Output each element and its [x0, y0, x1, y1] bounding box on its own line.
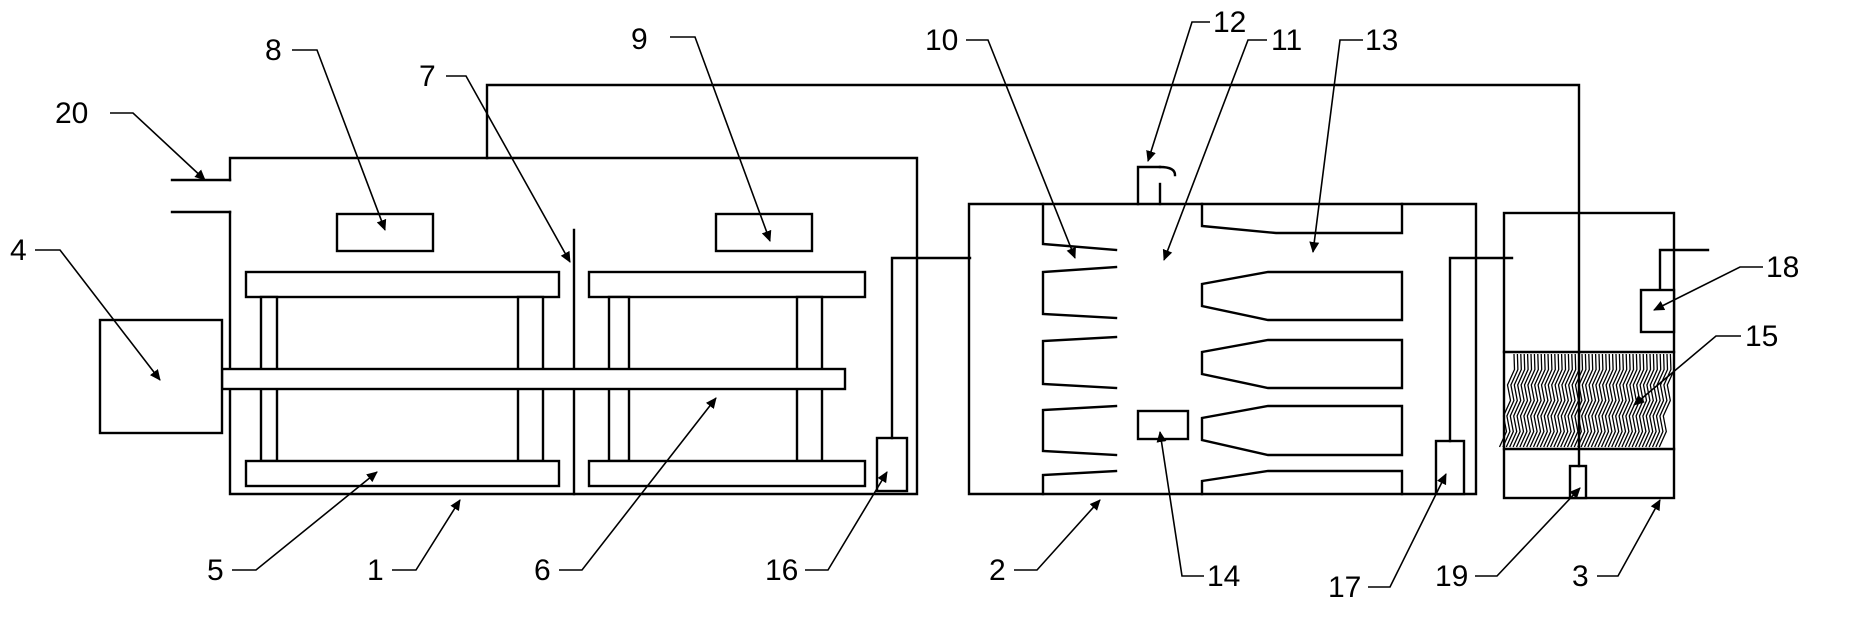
label-17: 17: [1328, 571, 1361, 604]
label-12: 12: [1213, 6, 1246, 39]
label-13: 13: [1365, 24, 1398, 57]
label-19: 19: [1435, 560, 1468, 593]
label-8: 8: [265, 34, 282, 67]
heater-9: [714, 212, 814, 253]
label-4: 4: [10, 234, 27, 267]
right-nozzles: [1200, 202, 1404, 496]
motor-4: [98, 318, 224, 435]
filter-15: [1498, 353, 1675, 448]
chamber-3: [1498, 211, 1710, 500]
connecting-pipe: [485, 83, 1581, 468]
label-11: 11: [1271, 24, 1302, 57]
sensor-16: [875, 436, 909, 493]
label-10: 10: [925, 24, 958, 57]
shaft-6: [220, 367, 847, 391]
label-15: 15: [1745, 320, 1778, 353]
label-7: 7: [419, 60, 436, 93]
chamber-2: [967, 165, 1514, 496]
component-14: [1136, 409, 1190, 441]
heater-8: [335, 212, 435, 253]
label-16: 16: [765, 554, 798, 587]
label-9: 9: [631, 23, 648, 56]
component-18: [1639, 288, 1676, 334]
reference-labels: 8 9 7 20 4 10 12 11 13 18 15 5 1 6 16 2 …: [10, 6, 1799, 604]
label-20: 20: [55, 97, 88, 130]
label-18: 18: [1766, 251, 1799, 284]
label-2: 2: [989, 554, 1006, 587]
label-5: 5: [207, 554, 224, 587]
label-3: 3: [1572, 560, 1589, 593]
leader-lines: [35, 21, 1763, 588]
chamber-1: [98, 156, 972, 496]
component-19: [1568, 464, 1588, 500]
label-14: 14: [1207, 560, 1240, 593]
left-fins: [1041, 202, 1118, 496]
label-6: 6: [534, 554, 551, 587]
label-1: 1: [367, 554, 384, 587]
